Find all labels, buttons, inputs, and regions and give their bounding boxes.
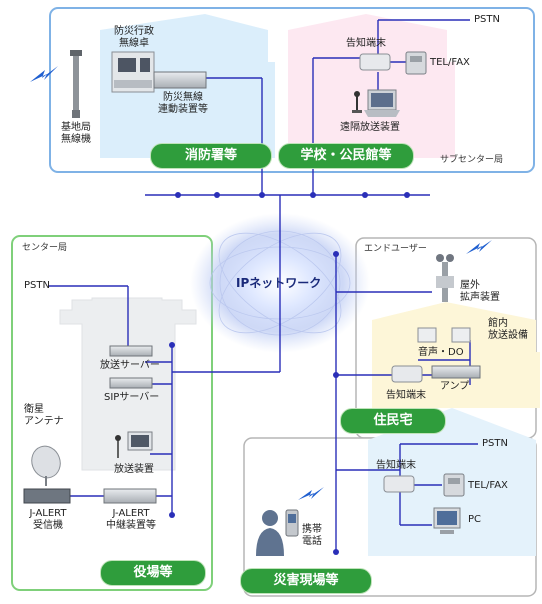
enduser-radio-wave-icon — [466, 240, 492, 254]
school-pill: 学校・公民館等 — [278, 143, 414, 169]
radio-wave-icon — [30, 66, 58, 82]
outdoor-speaker-line2: 拡声装置 — [460, 292, 500, 303]
center-title: センター局 — [22, 243, 68, 253]
subcenter-title: サブセンター局 — [440, 155, 504, 165]
amp-icon — [431, 365, 481, 379]
pc-icon — [433, 507, 461, 534]
school-notify-terminal-label: 告知端末 — [346, 38, 386, 49]
remote-broadcast-label: 遠隔放送装置 — [340, 122, 400, 133]
bousai-console-label: 防災行政 無線卓 — [108, 26, 160, 50]
outdoor-speaker-label: 屋外 拡声装置 — [460, 280, 500, 304]
broadcast-server-icon — [109, 345, 153, 357]
linkage-device-label: 防災無線 連動装置等 — [152, 92, 214, 116]
sip-server-icon — [109, 377, 153, 389]
jalert-receiver-line1: J-ALERT — [29, 508, 67, 519]
laptop-icon — [364, 89, 400, 117]
indoor-broadcast-label: 館内 放送設備 — [488, 318, 528, 342]
satellite-antenna-line1: 衛星 — [24, 404, 44, 415]
linkage-device-line2: 連動装置等 — [158, 104, 208, 115]
satellite-antenna-line2: アンテナ — [24, 416, 64, 427]
school-house — [288, 14, 455, 158]
jalert-receiver-line2: 受信機 — [33, 520, 63, 531]
broadcast-server-label: 放送サーバー — [100, 360, 160, 371]
outdoor-speaker-icon — [436, 254, 454, 302]
disaster-tel-fax-label: TEL/FAX — [468, 480, 508, 491]
bousai-console-line1: 防災行政 — [114, 26, 154, 37]
fire-station-pill: 消防署等 — [150, 143, 272, 169]
residence-pill: 住民宅 — [340, 408, 446, 434]
enduser-title: エンドユーザー — [364, 244, 427, 254]
school-notify-terminal-icon — [359, 53, 391, 71]
jalert-receiver-label: J-ALERT 受信機 — [20, 508, 76, 532]
speaker-box-1-icon — [417, 327, 437, 343]
bousai-console-line2: 無線卓 — [119, 38, 149, 49]
center-pstn-label: PSTN — [24, 280, 50, 291]
junction-dots — [169, 192, 410, 555]
radio-console-icon — [111, 51, 155, 93]
linkage-device-line1: 防災無線 — [163, 92, 203, 103]
disaster-tel-fax-icon — [443, 473, 465, 497]
indoor-broadcast-line2: 放送設備 — [488, 330, 528, 341]
speaker-box-2-icon — [451, 327, 471, 343]
residence-notify-terminal-label: 告知端末 — [386, 390, 426, 401]
disaster-pstn-label: PSTN — [482, 438, 508, 449]
jalert-relay-label: J-ALERT 中継装置等 — [100, 508, 162, 532]
audio-do-label: 音声・DO — [418, 347, 464, 358]
jalert-relay-icon — [103, 488, 157, 504]
satellite-antenna-label: 衛星 アンテナ — [24, 404, 64, 428]
school-tel-fax-label: TEL/FAX — [430, 57, 470, 68]
jalert-receiver-icon — [23, 488, 71, 504]
town-hall-pill: 役場等 — [100, 560, 206, 586]
residence-notify-terminal-icon — [391, 365, 423, 383]
jalert-relay-line2: 中継装置等 — [106, 520, 156, 531]
pc-label: PC — [468, 514, 482, 525]
ip-network-label: IPネットワーク — [236, 276, 322, 290]
satellite-dish-icon — [31, 445, 61, 486]
indoor-broadcast-line1: 館内 — [488, 318, 508, 329]
mobile-phone-icon — [285, 509, 299, 537]
school-tel-fax-icon — [405, 51, 427, 75]
amp-label: アンプ — [440, 381, 470, 392]
disaster-site-pill: 災害現場等 — [240, 568, 372, 594]
person-icon — [256, 510, 284, 556]
disaster-notify-terminal-label: 告知端末 — [376, 460, 416, 471]
base-station-antenna-icon — [70, 50, 82, 118]
school-pstn-label: PSTN — [474, 14, 500, 25]
sip-server-label: SIPサーバー — [104, 392, 160, 403]
mobile-phone-line1: 携帯 — [302, 524, 322, 535]
jalert-relay-line1: J-ALERT — [112, 508, 150, 519]
linkage-device-icon — [153, 71, 207, 89]
base-station-line2: 無線機 — [61, 134, 91, 145]
outdoor-speaker-line1: 屋外 — [460, 280, 480, 291]
disaster-notify-terminal-icon — [383, 475, 415, 493]
base-station-line1: 基地局 — [61, 122, 91, 133]
broadcast-device-label: 放送装置 — [114, 464, 154, 475]
microphone-icon — [352, 91, 362, 113]
network-lines — [48, 19, 478, 552]
base-station-label: 基地局 無線機 — [54, 122, 98, 146]
broadcast-device-icon — [115, 431, 153, 458]
mobile-phone-label: 携帯 電話 — [302, 524, 322, 548]
disaster-radio-wave-icon — [298, 487, 324, 500]
mobile-phone-line2: 電話 — [302, 536, 322, 547]
